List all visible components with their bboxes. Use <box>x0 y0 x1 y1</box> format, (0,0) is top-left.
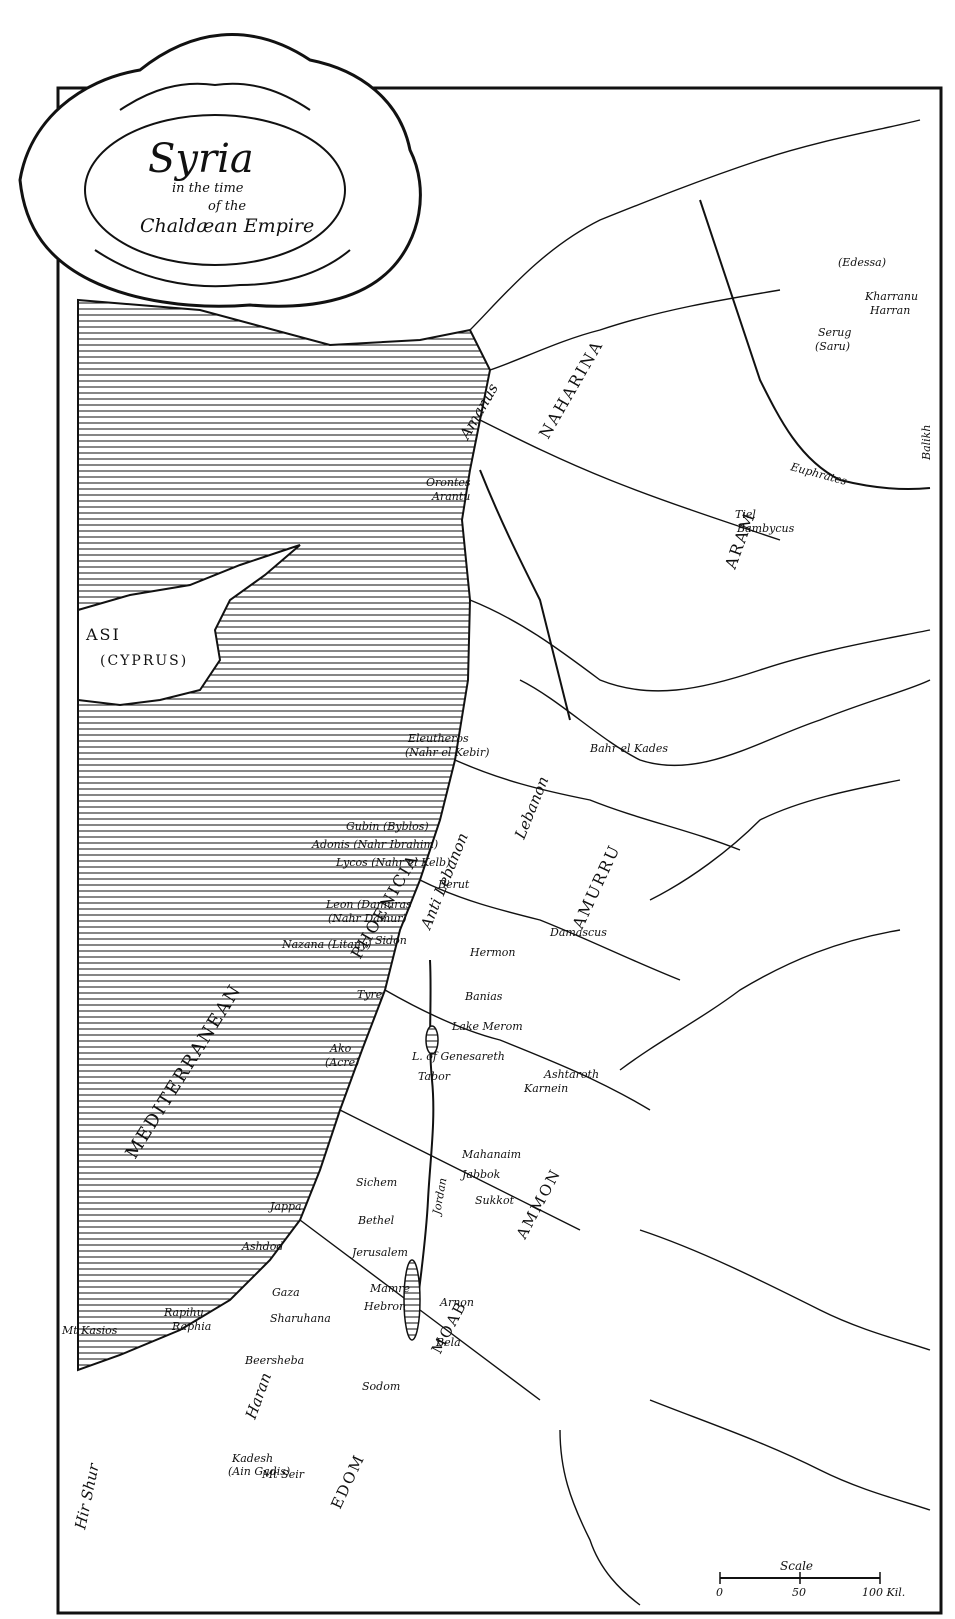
label-ako: Ako <box>329 1042 352 1055</box>
scale-bar: Scale 0 50 100 Kil. <box>716 1559 905 1599</box>
euphrates-river <box>699 199 931 491</box>
label-gubin: Gubin (Byblos) <box>346 820 429 833</box>
label-banias: Banias <box>464 990 503 1003</box>
label-tabor: Tabor <box>418 1070 451 1083</box>
cartouche-title: Syria <box>148 136 254 182</box>
scale-tick-50: 50 <box>792 1586 806 1599</box>
label-jerusalem: Jerusalem <box>350 1246 408 1259</box>
label-nahr-damur: (Nahr Damur) <box>328 912 407 925</box>
cyprus-island <box>77 544 301 707</box>
cartouche-oval <box>84 114 346 266</box>
label-bela: Bela <box>435 1336 461 1349</box>
label-seir: Mt Seir <box>261 1468 305 1481</box>
cartouche-subtitle-3: Chaldæan Empire <box>140 215 314 237</box>
cartouche-subtitle-1: in the time <box>172 181 244 196</box>
label-tiel: Tiel <box>735 508 756 521</box>
label-beersheba: Beersheba <box>244 1354 304 1367</box>
label-harran: Harran <box>869 304 910 317</box>
scale-tick-0: 0 <box>716 1586 723 1599</box>
label-ashdod: Ashdod <box>241 1240 283 1253</box>
label-mahanaim: Mahanaim <box>461 1148 521 1161</box>
label-lycos: Lycos (Nahr el Kelb) <box>335 856 450 869</box>
relief <box>299 119 931 1606</box>
label-sarty: (Saru) <box>815 340 850 353</box>
label-kadesh: Kadesh <box>231 1452 273 1465</box>
label-tyre: Tyre <box>357 988 383 1001</box>
title-cartouche: Syria in the time of the Chaldæan Empire <box>18 33 422 308</box>
label-orontes: Orontes <box>426 476 471 489</box>
scale-tick-100: 100 Kil. <box>862 1586 905 1599</box>
label-sidon: Sidon <box>375 934 407 947</box>
label-edessa: (Edessa) <box>838 256 886 269</box>
dead-sea <box>403 1259 421 1341</box>
label-lake-merom: Lake Merom <box>451 1020 523 1033</box>
label-eleutheros: Eleutheros <box>407 732 469 745</box>
label-hermon: Hermon <box>469 946 516 959</box>
label-jabbok: Jabbok <box>460 1168 501 1181</box>
label-sukkot: Sukkot <box>475 1194 515 1207</box>
label-sichem: Sichem <box>356 1176 397 1189</box>
label-damascus: Damascus <box>549 926 607 939</box>
label-ashtaroth: Ashtaroth <box>543 1068 599 1081</box>
label-bahr-kades: Bahr el Kades <box>589 742 668 755</box>
label-acre: (Acre) <box>325 1056 359 1069</box>
label-gaza: Gaza <box>272 1286 300 1299</box>
mediterranean-sea <box>77 298 492 1372</box>
label-cyprus-b: (CYPRUS) <box>100 653 188 669</box>
cartouche-subtitle-2: of the <box>208 199 246 214</box>
label-nazana: Nazana (Litany) <box>281 938 371 951</box>
label-sodom: Sodom <box>362 1380 400 1393</box>
lake-galilee <box>425 1025 439 1055</box>
label-bethel: Bethel <box>357 1214 395 1227</box>
label-sharuhana: Sharuhana <box>270 1312 331 1325</box>
label-hebron: Hebron <box>363 1300 406 1313</box>
label-rapihu: Rapihu <box>163 1306 204 1319</box>
label-serug: Serug <box>818 326 851 339</box>
label-ain-gadis: (Ain Gadis) <box>228 1465 290 1478</box>
label-cyprus-a: ASI <box>85 625 121 644</box>
label-karnein: Karnein <box>523 1082 568 1095</box>
label-bambycus: Bambycus <box>736 522 795 535</box>
place-labels: (Edessa) Kharranu Harran Serug (Saru) Ba… <box>61 256 933 1481</box>
label-berut: Berut <box>437 878 470 891</box>
label-balikh: Balikh <box>920 425 933 461</box>
rivers <box>417 199 931 1301</box>
label-raphia: Raphia <box>171 1320 211 1333</box>
jordan-river <box>417 959 435 1301</box>
label-nahr-kebir: (Nahr el Kebir) <box>405 746 489 759</box>
label-arnon: Arnon <box>439 1296 474 1309</box>
label-galilee: L. of Genesareth <box>411 1050 505 1063</box>
label-arantu: Arantu <box>431 490 470 503</box>
label-kharranu: Kharranu <box>864 290 918 303</box>
label-leon: Leon (Damuras <box>325 898 412 911</box>
label-jappa: Jappa <box>268 1200 302 1213</box>
label-mamre: Mamre <box>369 1282 411 1295</box>
scale-label: Scale <box>780 1559 813 1573</box>
orontes-river <box>479 469 571 721</box>
label-adonis: Adonis (Nahr Ibrahim) <box>311 838 438 851</box>
label-kasios: Mt Kasios <box>61 1324 118 1337</box>
